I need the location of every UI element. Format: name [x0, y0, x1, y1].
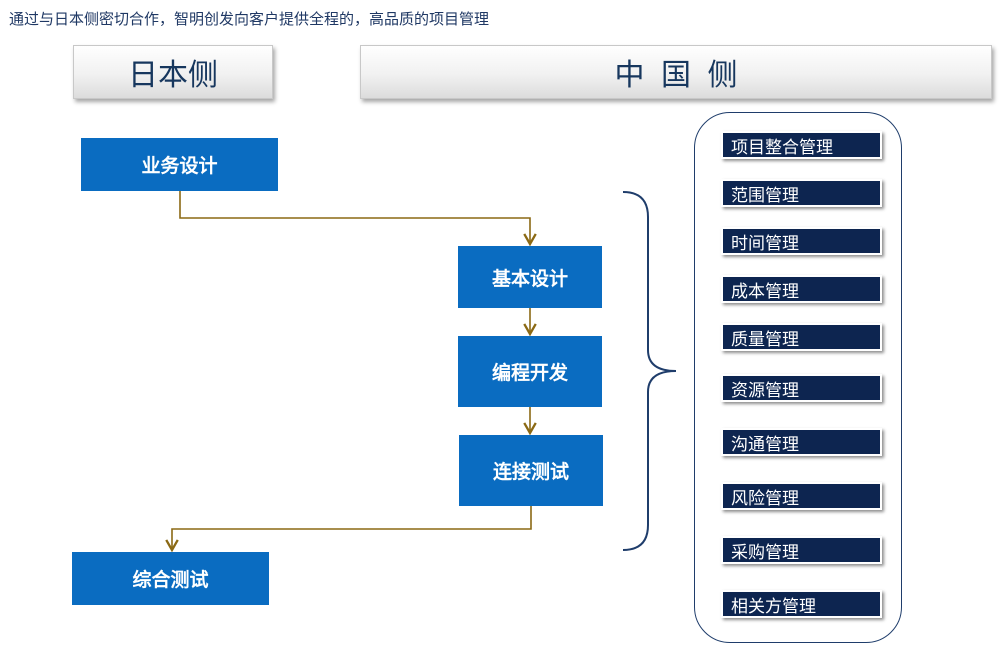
china-side-label: 中国侧 [614, 58, 754, 93]
brace [622, 191, 677, 551]
flow-step-basic-design: 基本设计 [458, 246, 602, 308]
japan-side-header: 日本侧 [73, 45, 273, 99]
connector-step1-step2 [179, 191, 537, 247]
china-side-header: 中国侧 [360, 45, 992, 99]
management-item-label: 相关方管理 [731, 596, 816, 617]
flow-step-label: 连接测试 [492, 461, 569, 483]
flow-step-label: 综合测试 [132, 569, 209, 591]
management-item-label: 风险管理 [731, 488, 799, 509]
flow-step-programming: 编程开发 [458, 336, 602, 407]
management-item: 项目整合管理 [721, 131, 882, 159]
flow-step-integration-test: 连接测试 [459, 435, 603, 506]
flow-step-system-test: 综合测试 [72, 552, 269, 605]
management-item-label: 时间管理 [731, 233, 799, 254]
management-item: 资源管理 [721, 374, 882, 402]
management-item-label: 项目整合管理 [731, 137, 833, 158]
management-item: 时间管理 [721, 227, 882, 255]
management-item: 沟通管理 [721, 428, 882, 456]
intro-text: 通过与日本侧密切合作，智明创发向客户提供全程的，高品质的项目管理 [9, 10, 490, 28]
japan-side-label: 日本侧 [128, 58, 218, 93]
flow-step-business-design: 业务设计 [81, 138, 278, 191]
management-item: 采购管理 [721, 536, 882, 564]
flow-step-label: 基本设计 [491, 267, 568, 290]
management-item: 质量管理 [721, 323, 882, 351]
management-item-label: 范围管理 [731, 185, 799, 206]
management-item: 范围管理 [721, 179, 882, 207]
management-item-label: 成本管理 [731, 281, 799, 302]
management-item: 成本管理 [721, 275, 882, 303]
management-item: 风险管理 [721, 482, 882, 510]
flow-step-label: 业务设计 [141, 155, 218, 177]
management-item-label: 沟通管理 [731, 434, 799, 455]
flow-step-label: 编程开发 [491, 362, 568, 384]
management-item: 相关方管理 [721, 590, 882, 618]
management-item-label: 采购管理 [731, 542, 799, 563]
management-item-label: 质量管理 [731, 329, 799, 350]
connector-step4-step5 [165, 506, 532, 553]
management-item-label: 资源管理 [731, 380, 799, 401]
